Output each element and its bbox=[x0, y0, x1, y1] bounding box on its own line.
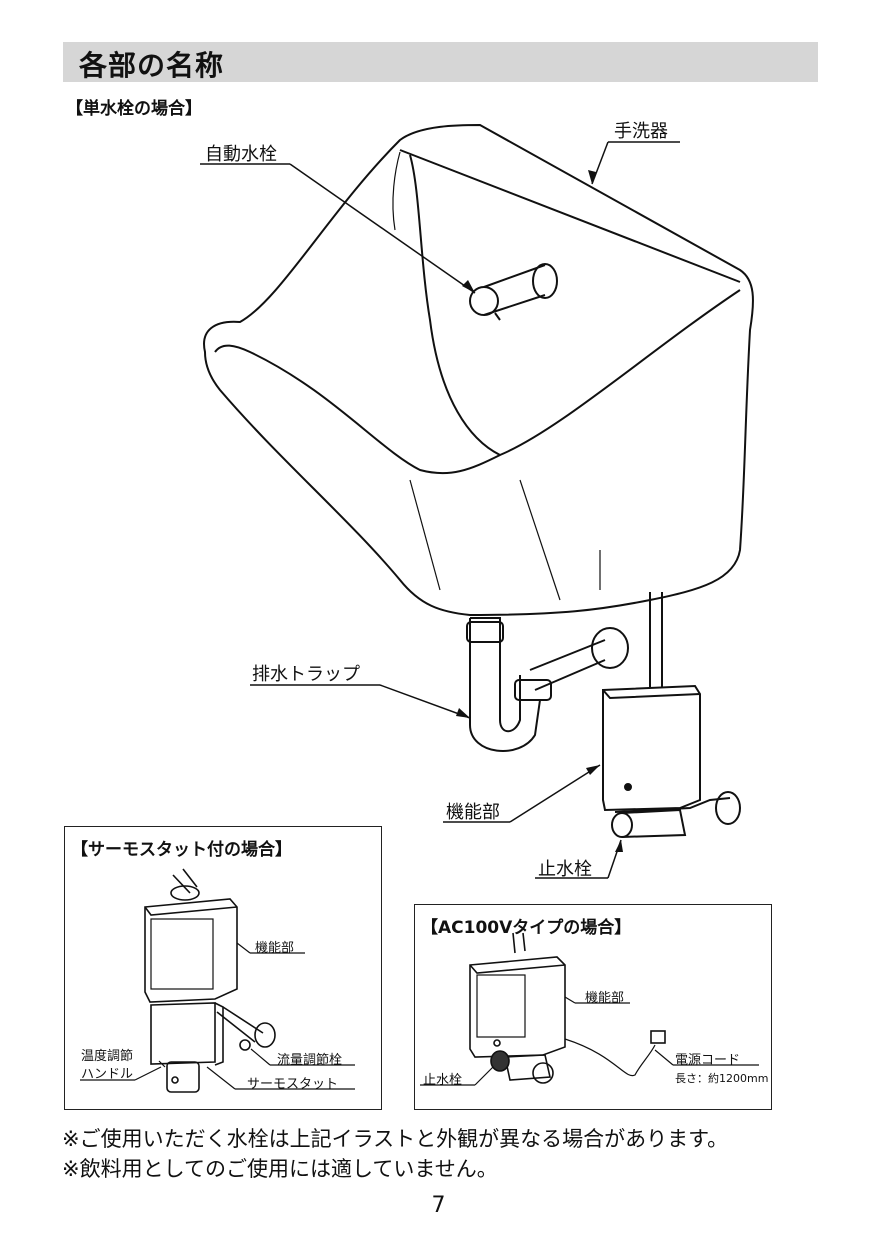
ac100v-label-function-unit: 機能部 bbox=[585, 991, 625, 1006]
note-1: ※ご使用いただく水栓は上記イラストと外観が異なる場合があります。 bbox=[62, 1127, 729, 1151]
label-function-unit: 機能部 bbox=[446, 802, 500, 823]
ac100v-label-length: 長さ：約1200mm bbox=[675, 1072, 769, 1085]
ac100v-title: 【AC100Vタイプの場合】 bbox=[421, 918, 632, 938]
thermostat-illustration bbox=[80, 868, 355, 1093]
thermostat-title: 【サーモスタット付の場合】 bbox=[71, 840, 292, 860]
function-unit-box bbox=[602, 684, 701, 812]
thermostat-label-flow-valve: 流量調節栓 bbox=[277, 1053, 343, 1068]
section-heading: 各部の名称 bbox=[79, 49, 225, 82]
ac100v-illustration bbox=[420, 932, 759, 1086]
label-drain-trap: 排水トラップ bbox=[252, 664, 360, 685]
page-number: 7 bbox=[431, 1193, 446, 1218]
label-stop-valve: 止水栓 bbox=[538, 859, 592, 880]
ac100v-label-power-cord: 電源コード bbox=[675, 1053, 741, 1068]
thermostat-label-thermostat: サーモスタット bbox=[247, 1077, 339, 1092]
thermostat-label-function-unit: 機能部 bbox=[255, 941, 295, 956]
thermostat-inset: 【サーモスタット付の場合】 機能部 流量調節栓 温度調節 ハンドル サーモスタッ… bbox=[64, 826, 382, 1110]
ac100v-label-stop-valve: 止水栓 bbox=[423, 1073, 463, 1088]
thermostat-label-temp-handle-2: ハンドル bbox=[81, 1067, 134, 1082]
sink-body bbox=[203, 123, 754, 617]
note-2: ※飲料用としてのご使用には適していません。 bbox=[62, 1157, 498, 1181]
thermostat-body bbox=[150, 1002, 216, 1065]
thermostat-function-unit bbox=[144, 898, 238, 1003]
section-heading-bar: 各部の名称 bbox=[63, 42, 818, 82]
drain-trap bbox=[469, 617, 541, 752]
ac100v-inset: 【AC100Vタイプの場合】 機能部 電源コード 長さ：約1200mm 止水栓 bbox=[414, 904, 772, 1110]
label-sink: 手洗器 bbox=[614, 121, 668, 142]
ac100v-function-unit bbox=[469, 956, 566, 1058]
stop-valve bbox=[614, 797, 731, 813]
label-faucet: 自動水栓 bbox=[205, 144, 277, 165]
thermostat-label-temp-handle-1: 温度調節 bbox=[81, 1049, 134, 1064]
main-subtitle: 【単水栓の場合】 bbox=[66, 99, 202, 119]
